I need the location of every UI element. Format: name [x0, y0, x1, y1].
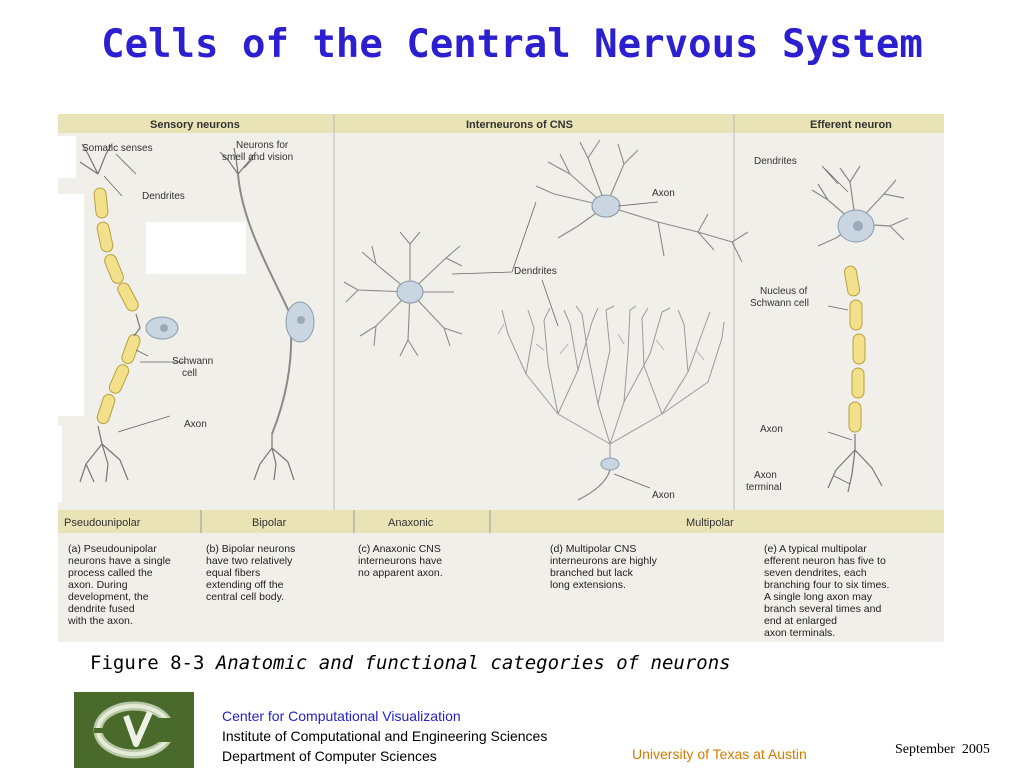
desc-e-4: A single long axon may — [764, 591, 873, 603]
footer-line-ices: Institute of Computational and Engineeri… — [222, 728, 548, 744]
desc-b-1: have two relatively — [206, 555, 293, 567]
label-schwann-cell-e: Schwann cell — [750, 298, 809, 309]
pseudounipolar-neuron — [79, 143, 179, 483]
ccv-logo-icon — [93, 701, 176, 759]
label-schwann: Schwann — [172, 356, 213, 367]
label-axon-a: Axon — [184, 419, 207, 430]
label-schwann-cell: cell — [182, 368, 197, 379]
label-axon-e: Axon — [760, 424, 783, 435]
label-nucleus-of: Nucleus of — [760, 286, 807, 297]
figure-caption: Figure 8-3 Anatomic and functional categ… — [90, 652, 731, 674]
multipolar-interneuron-upper — [535, 139, 749, 263]
neuron-diagram: Sensory neurons Interneurons of CNS Effe… — [58, 114, 944, 642]
desc-b-4: central cell body. — [206, 591, 284, 603]
desc-a-0: (a) Pseudounipolar — [68, 543, 157, 555]
ccv-logo — [74, 692, 194, 768]
desc-a-4: development, the — [68, 591, 149, 603]
desc-a-1: neurons have a single — [68, 555, 171, 567]
desc-b-2: equal fibers — [206, 567, 260, 579]
label-axon-d: Axon — [652, 490, 675, 501]
category-bipolar: Bipolar — [252, 517, 287, 529]
desc-d-1: interneurons are highly — [550, 555, 658, 567]
desc-c-0: (c) Anaxonic CNS — [358, 543, 441, 555]
desc-e-5: branch several times and — [764, 603, 881, 615]
category-anaxonic: Anaxonic — [388, 517, 434, 529]
label-somatic-senses: Somatic senses — [82, 143, 153, 154]
label-smell-vision: smell and vision — [222, 152, 293, 163]
desc-b-0: (b) Bipolar neurons — [206, 543, 295, 555]
header-efferent: Efferent neuron — [810, 119, 892, 131]
header-sensory: Sensory neurons — [150, 119, 240, 131]
label-neurons-for: Neurons for — [236, 140, 289, 151]
header-interneurons: Interneurons of CNS — [466, 119, 573, 131]
footer-date: September 2005 — [895, 742, 990, 757]
footer-line-ccv: Center for Computational Visualization — [222, 708, 461, 724]
anaxonic-neuron — [343, 231, 463, 357]
footer-line-dept: Department of Computer Sciences — [222, 748, 437, 764]
category-pseudounipolar: Pseudounipolar — [64, 517, 141, 529]
label-axon-terminal-1: Axon — [754, 470, 777, 481]
desc-e-6: end at enlarged — [764, 615, 837, 627]
desc-d-0: (d) Multipolar CNS — [550, 543, 636, 555]
category-band — [58, 510, 944, 533]
category-multipolar: Multipolar — [686, 517, 734, 529]
multipolar-interneuron-tree — [497, 305, 725, 501]
desc-a-2: process called the — [68, 567, 153, 579]
desc-a-3: axon. During — [68, 579, 128, 591]
caption-prefix: Figure 8-3 — [90, 652, 216, 674]
label-axon-c: Axon — [652, 188, 675, 199]
label-dendrites-a: Dendrites — [142, 191, 185, 202]
footer-university: University of Texas at Austin — [632, 746, 807, 762]
desc-c-2: no apparent axon. — [358, 567, 443, 579]
desc-e-3: branching four to six times. — [764, 579, 889, 591]
desc-b-3: extending off the — [206, 579, 284, 591]
footer-institution: Center for Computational Visualization I… — [222, 706, 547, 766]
neuron-figure: Sensory neurons Interneurons of CNS Effe… — [58, 114, 944, 642]
header-band — [58, 114, 944, 133]
desc-d-2: branched but lack — [550, 567, 634, 579]
desc-e-7: axon terminals. — [764, 627, 835, 639]
desc-a-6: with the axon. — [67, 615, 133, 627]
efferent-neuron — [811, 165, 909, 493]
desc-c-1: interneurons have — [358, 555, 442, 567]
slide-title: Cells of the Central Nervous System — [101, 22, 923, 67]
bipolar-neuron — [219, 147, 315, 481]
desc-a-5: dendrite fused — [68, 603, 135, 615]
desc-d-3: long extensions. — [550, 579, 626, 591]
desc-e-1: efferent neuron has five to — [764, 555, 886, 567]
desc-e-2: seven dendrites, each — [764, 567, 867, 579]
caption-text: Anatomic and functional categories of ne… — [215, 652, 731, 674]
label-dendrites-c: Dendrites — [514, 266, 557, 277]
label-axon-terminal-2: terminal — [746, 482, 782, 493]
desc-e-0: (e) A typical multipolar — [764, 543, 867, 555]
label-dendrites-e: Dendrites — [754, 156, 797, 167]
